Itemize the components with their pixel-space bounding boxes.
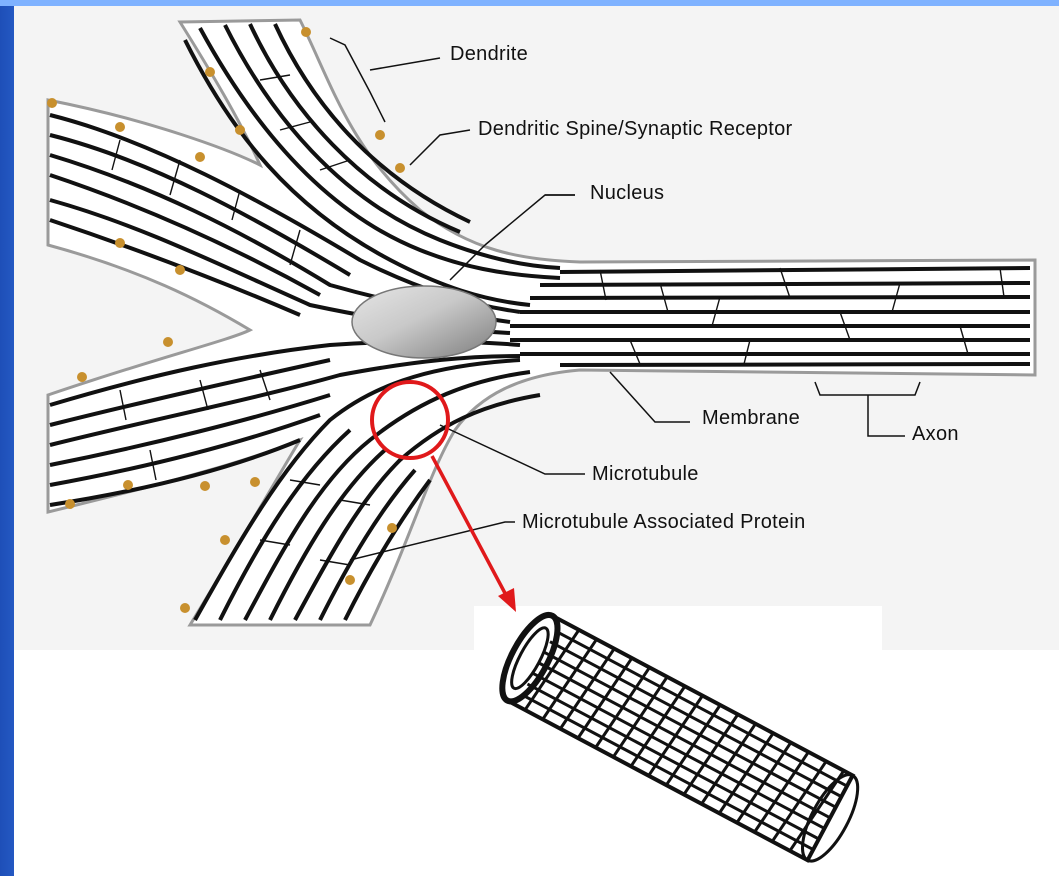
- label-axon: Axon: [912, 423, 959, 446]
- label-dendrite: Dendrite: [450, 43, 528, 66]
- neuron-membrane: [48, 20, 1035, 625]
- label-nucleus: Nucleus: [590, 182, 664, 205]
- microtubule-cylinder: [491, 607, 868, 868]
- label-membrane: Membrane: [702, 407, 800, 430]
- label-microtubule-associated-protein: Microtubule Associated Protein: [522, 511, 806, 534]
- label-microtubule: Microtubule: [592, 463, 699, 486]
- nucleus-shape: [352, 286, 496, 358]
- label-dendritic-spine: Dendritic Spine/Synaptic Receptor: [478, 118, 793, 141]
